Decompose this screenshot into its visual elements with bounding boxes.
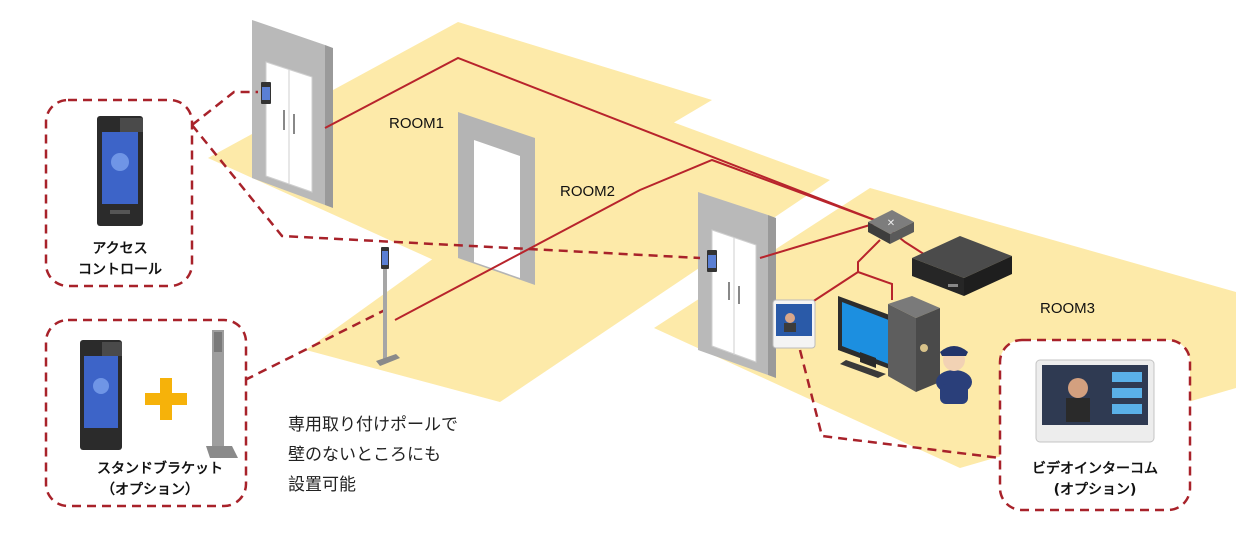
nvr-icon [912, 236, 1012, 296]
access-terminal-icon [97, 116, 143, 226]
video-intercom-label-line1: ビデオインターコム [1032, 460, 1158, 477]
access-control-label-line1: アクセス [92, 241, 147, 257]
room2-label: ROOM2 [560, 183, 615, 200]
room1-label: ROOM1 [389, 115, 444, 132]
access-terminal-icon [261, 82, 271, 104]
access-control-callout: アクセス コントロール [44, 98, 194, 288]
door-icon [252, 20, 333, 208]
pc-monitor-icon [838, 296, 940, 392]
access-terminal-icon [707, 250, 717, 272]
security-guard-icon [936, 346, 972, 404]
note-line1: 専用取り付けポールで [288, 415, 458, 435]
door-icon [698, 192, 776, 378]
plus-icon [145, 378, 187, 420]
pole-icon [376, 247, 400, 366]
video-intercom-icon [772, 299, 816, 349]
callout-connectors [191, 90, 1001, 460]
room3-label: ROOM3 [1040, 300, 1095, 317]
note-line2: 壁のないところにも [288, 445, 441, 465]
video-intercom-icon [1035, 359, 1155, 443]
access-control-label-line2: コントロール [78, 262, 162, 278]
svg-text:✕: ✕ [887, 218, 895, 229]
stand-bracket-callout: スタンドブラケット （オプション） [44, 318, 248, 508]
video-intercom-callout: ビデオインターコム (オプション) [998, 338, 1192, 512]
access-terminal-icon [80, 340, 122, 450]
pole-icon [206, 330, 238, 458]
archway [458, 112, 535, 285]
video-intercom-label-line2: (オプション) [1054, 482, 1137, 498]
network-switch-icon: ✕ [868, 210, 914, 244]
floor-room2 [306, 110, 830, 402]
stand-bracket-label-line1: スタンドブラケット [97, 460, 223, 477]
note-line3: 設置可能 [288, 475, 356, 495]
stand-bracket-label-line2: （オプション） [101, 482, 199, 498]
